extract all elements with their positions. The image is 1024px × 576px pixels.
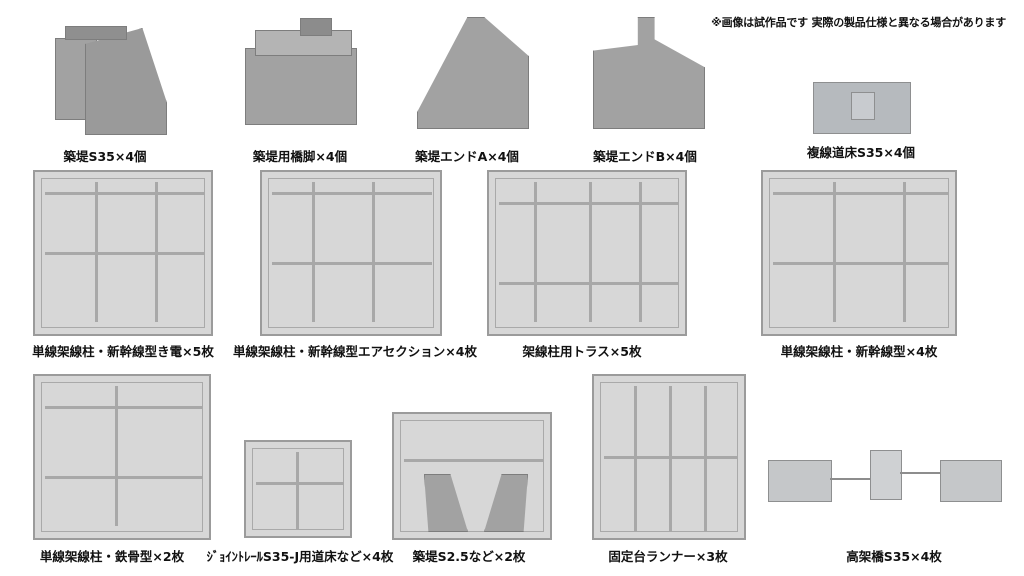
caption-single-pole-shinkansen: 単線架線柱・新幹線型×4枚 [780,344,938,359]
caption-single-pole-air-section: 単線架線柱・新幹線型エアセクション×4枚 [233,344,477,359]
disclaimer-note: ※画像は試作品です 実際の製品仕様と異なる場合があります [711,16,1006,29]
runner-catenary [33,170,213,336]
caption-end-b: 築堤エンドB×4個 [593,149,697,164]
caption-embankment-s25: 築堤S2.5など×2枚 [412,549,526,564]
embankment-end-b-image [588,12,708,132]
caption-end-a: 築堤エンドA×4個 [415,149,519,164]
embankment-end-a-image [412,12,532,132]
caption-double-bed: 複線道床S35×4個 [806,145,916,160]
runner-truss [487,170,687,336]
caption-single-pole-catenary: 単線架線柱・新幹線型き電×5枚 [32,344,214,359]
runner-joint-rail [244,440,352,538]
runner-shinkansen [761,170,957,336]
viaduct-image [768,448,1008,508]
bridge-pier-image [240,18,360,125]
caption-bridge-pier: 築堤用橋脚×4個 [252,149,348,164]
caption-embankment: 築堤S35×4個 [63,149,147,164]
double-track-bed-image [813,82,911,134]
runner-air-section [260,170,442,336]
caption-joint-rail: ｼﾞｮｲﾝﾄﾚｰﾙS35-J用道床など×4枚 [206,549,394,564]
caption-single-pole-steel: 単線架線柱・鉄骨型×2枚 [39,549,185,564]
caption-fixing-runner: 固定台ランナー×3枚 [608,549,728,564]
embankment-s35-image [45,18,175,143]
caption-truss: 架線柱用トラス×5枚 [522,344,642,359]
runner-steel [33,374,211,540]
caption-viaduct: 高架橋S35×4枚 [846,549,942,564]
runner-embankment-s25 [392,412,552,540]
runner-fixing [592,374,746,540]
